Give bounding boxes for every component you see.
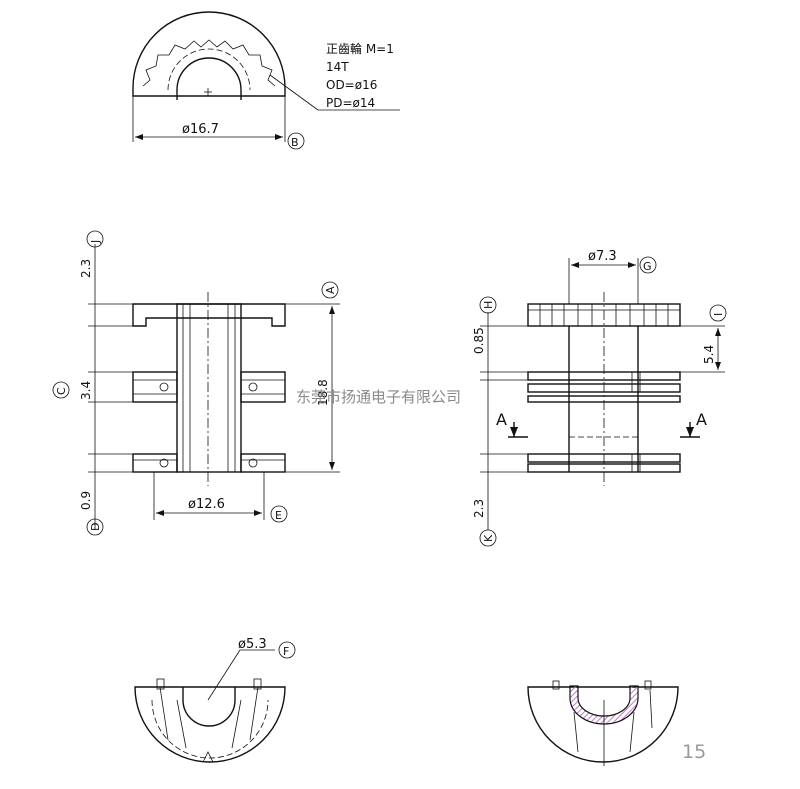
callout-f: F bbox=[278, 641, 296, 659]
dim-v0-85-label: 0.85 bbox=[472, 327, 486, 354]
watermark-company: 东莞市扬通电子有限公司 bbox=[296, 388, 461, 406]
callout-e: E bbox=[270, 505, 288, 523]
section-mark-right: A bbox=[696, 410, 707, 429]
gear-note-line4: PD=ø14 bbox=[326, 96, 375, 110]
gear-note-line3: OD=ø16 bbox=[326, 78, 377, 92]
callout-g: G bbox=[639, 256, 657, 274]
svg-text:H: H bbox=[482, 301, 495, 309]
section-view-a-a bbox=[527, 680, 679, 766]
dim-v2-3-top-label: 2.3 bbox=[79, 259, 93, 278]
callout-a: A bbox=[321, 281, 339, 299]
side-elevation bbox=[480, 258, 725, 530]
gear-note-line2: 14T bbox=[326, 60, 349, 74]
dim-d12-6-label: ø12.6 bbox=[188, 497, 225, 512]
gear-note-line1: 正齒輪 M=1 bbox=[326, 41, 394, 56]
dim-v0-9-label: 0.9 bbox=[79, 491, 93, 510]
dim-d7-3-label: ø7.3 bbox=[588, 249, 617, 264]
svg-text:D: D bbox=[89, 523, 102, 531]
svg-text:C: C bbox=[55, 387, 68, 395]
callout-i: I bbox=[709, 304, 727, 322]
svg-text:I: I bbox=[712, 313, 725, 316]
svg-text:K: K bbox=[482, 534, 495, 542]
dim-d16-7-label: ø16.7 bbox=[182, 122, 219, 137]
callout-h: H bbox=[479, 296, 497, 314]
svg-text:E: E bbox=[275, 509, 282, 522]
callout-b: B bbox=[287, 132, 305, 150]
callout-d: D bbox=[86, 518, 104, 536]
svg-text:F: F bbox=[283, 645, 289, 658]
svg-text:A: A bbox=[324, 286, 337, 294]
callout-k: K bbox=[479, 529, 497, 547]
dim-v2-3-bottom-label: 2.3 bbox=[472, 499, 486, 518]
svg-text:B: B bbox=[291, 136, 299, 149]
svg-text:G: G bbox=[643, 260, 652, 273]
bottom-view-left bbox=[134, 649, 286, 763]
dim-v3-4-label: 3.4 bbox=[79, 381, 93, 400]
dim-v18-8-label: 18.8 bbox=[316, 379, 330, 406]
callout-c: C bbox=[52, 381, 70, 399]
front-elevation bbox=[88, 244, 340, 530]
callout-j: J bbox=[86, 230, 104, 248]
dim-v5-4-label: 5.4 bbox=[702, 345, 716, 364]
svg-text:J: J bbox=[89, 240, 102, 244]
section-mark-left: A bbox=[496, 410, 507, 429]
page-number: 15 bbox=[682, 741, 707, 763]
gear-top-view bbox=[132, 11, 400, 142]
dim-d5-3-label: ø5.3 bbox=[238, 637, 267, 652]
